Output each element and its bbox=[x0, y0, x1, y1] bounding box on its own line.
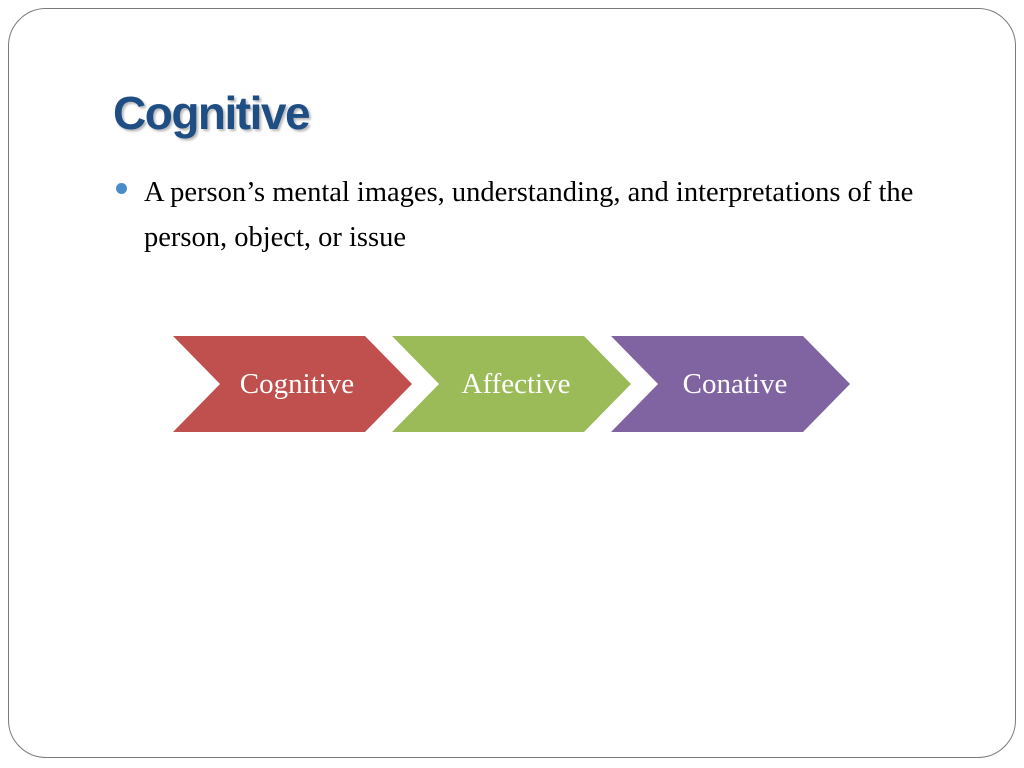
chevron-step-cognitive: Cognitive bbox=[173, 336, 412, 432]
bullet-text: A person’s mental images, understanding,… bbox=[144, 177, 914, 253]
bullet-dot-icon bbox=[116, 183, 127, 194]
chevron-shape-cognitive bbox=[173, 336, 412, 432]
chevron-step-affective: Affective bbox=[392, 336, 631, 432]
chevron-label-conative: Conative bbox=[683, 368, 788, 400]
chevron-label-affective: Affective bbox=[462, 368, 571, 400]
chevron-step-conative: Conative bbox=[611, 336, 850, 432]
bullet-item: A person’s mental images, understanding,… bbox=[113, 170, 973, 260]
chevron-shape-affective bbox=[392, 336, 631, 432]
chevron-shape-conative bbox=[611, 336, 850, 432]
slide-title: Cognitive bbox=[113, 87, 311, 139]
bullet-list: A person’s mental images, understanding,… bbox=[113, 170, 973, 260]
chevron-label-cognitive: Cognitive bbox=[240, 368, 354, 400]
